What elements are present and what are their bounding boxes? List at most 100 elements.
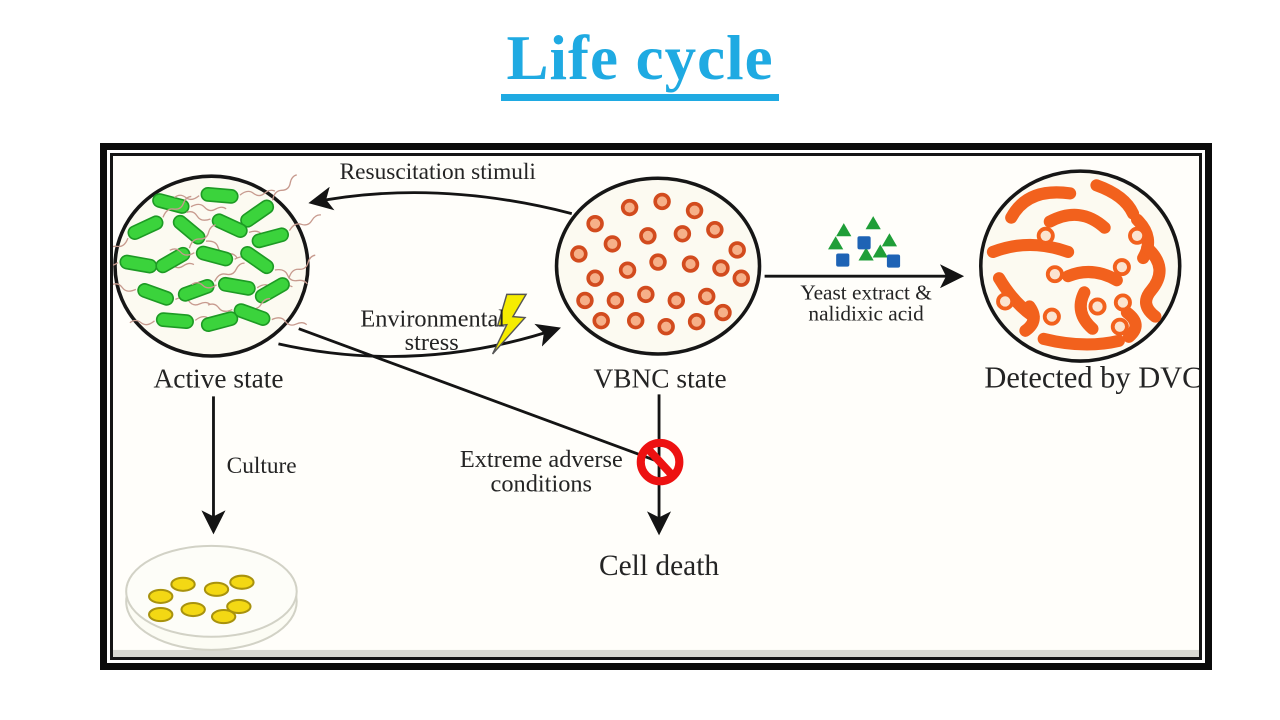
flagellum [288,254,316,279]
label-yeast-2: nalidixic acid [808,302,924,326]
vbnc-cell [706,221,724,239]
flagellum [288,214,321,231]
flagellum [271,174,297,201]
bacterium-rod [251,214,321,249]
dvc-circle [979,169,1182,363]
dvc-dot [1042,307,1061,326]
bacterium-rod [113,283,211,306]
flagellum [186,211,211,221]
vbnc-state-cells [570,192,750,336]
bacterium-rod [200,298,271,333]
bacterium-rod [129,312,231,330]
vbnc-cell [626,311,645,330]
vbnc-cell [687,312,706,331]
label-culture: Culture [227,453,297,479]
vbnc-cell [712,259,730,277]
vbnc-cell [653,192,671,211]
prohibition-slash [645,447,675,477]
colony [170,576,196,592]
colony [210,609,237,625]
vbnc-cell [586,214,604,233]
vbnc-cell [586,269,604,287]
bacterium-rod [155,224,216,274]
label-yeast-1: Yeast extract & [800,280,932,304]
dvc-dot [1036,226,1055,245]
bacterium-body [127,215,164,240]
vbnc-cell [606,291,625,310]
bacterium-body [254,277,290,304]
dvc-rod [1037,332,1125,351]
colony [229,574,255,590]
label-resuscitation: Resuscitation stimuli [340,159,537,185]
vbnc-cell [576,291,594,310]
label-vbnc-state: VBNC state [593,363,726,393]
dvc-dot [1088,297,1107,316]
page-title: Life cycle [501,23,779,102]
flagellum [274,268,308,285]
vbnc-cell [618,261,637,279]
square-marker-icon [857,236,871,250]
dvc-rod [986,238,1075,259]
label-detected-by-dvc: Detected by DVC [984,360,1199,394]
flagellum [129,319,155,326]
colony [226,598,252,615]
prohibition-icon [636,438,684,486]
bacterium-body [217,276,256,296]
flagellum [169,248,195,256]
bacterium-body [137,283,175,306]
dvc-rod [1074,286,1099,335]
flagellum [162,195,192,218]
bacterium-body [177,278,215,302]
flagellum [207,303,233,312]
flagellum [271,317,308,326]
square-marker-icon [836,253,850,267]
prohibition-circle [636,438,684,486]
vbnc-cell [603,235,622,253]
flagellum [188,224,216,249]
vbnc-cell [637,285,655,304]
flagellum [191,282,217,289]
flagellum [113,283,137,292]
dvc-rod [1120,306,1142,343]
dvc-dot [1045,265,1064,284]
flagellum [190,203,227,212]
dvc-rod [1090,179,1140,220]
bacterium-body [200,311,239,333]
vbnc-cell [732,269,750,287]
flagellum [239,189,276,197]
vbnc-cell [592,311,610,330]
flagellum [113,237,129,253]
diagram-frame-inner: Resuscitation stimuli Environmental stre… [110,153,1202,660]
label-environmental-2: stress [405,329,459,356]
dvc-rod [1140,241,1166,323]
bacterium-body [172,214,206,245]
vbnc-cell [639,227,657,245]
vbnc-cell [681,255,700,273]
vbnc-cell [673,225,692,243]
bacterium-body [200,187,239,204]
bacterium-rod [240,246,308,285]
colony [180,601,206,618]
colony [148,607,174,623]
scan-shadow [113,649,1199,657]
dvc-rod [1061,265,1123,287]
dvc-cells [986,179,1166,351]
bacterium-body [251,227,290,249]
vbnc-cell [698,287,716,306]
dvc-rod [1019,300,1040,337]
nutrient-markers [828,216,901,268]
lifecycle-diagram: Resuscitation stimuli Environmental stre… [113,159,1199,657]
triangle-marker-icon [872,244,888,258]
dvc-dot [996,292,1015,311]
extreme-conditions-line [298,327,658,463]
dvc-rod [1043,208,1111,234]
dvc-dot [1128,226,1147,245]
dvc-dot [1113,293,1132,312]
label-cell-death: Cell death [599,550,719,582]
triangle-marker-icon [881,233,898,247]
bacterium-rod [254,254,316,304]
petri-dish [125,544,298,651]
flagellum [113,259,119,267]
diagram-frame: Resuscitation stimuli Environmental stre… [100,143,1212,670]
